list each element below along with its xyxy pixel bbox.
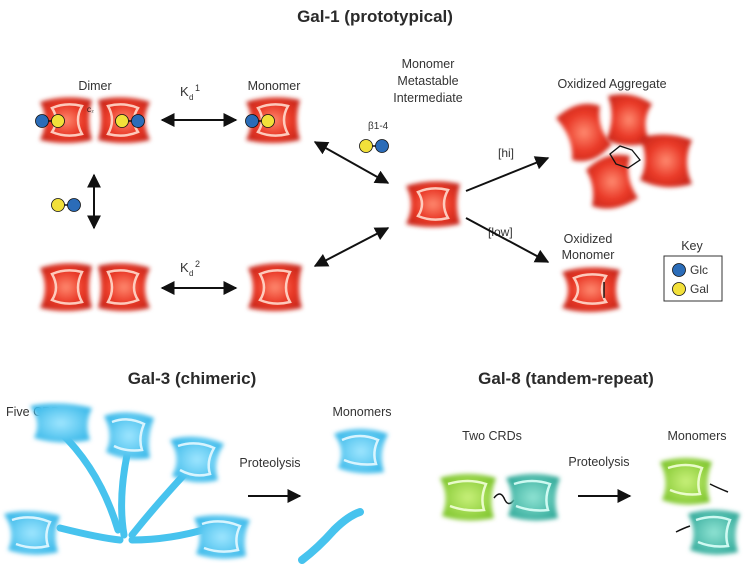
gal3-cleaved-tail [298,508,364,564]
gal8-tandem [440,474,560,521]
key-box [663,255,723,302]
kd1-sup: 1 [195,83,200,93]
free-lactose-center [359,139,389,153]
aggregation-arrow [465,156,550,192]
gal8-result-label: Monomers [667,429,726,443]
gal3-monomers [298,429,388,564]
dimer-label: Dimer [78,79,111,93]
apo-monomer-to-intermediate-arrow [313,227,390,267]
free-lactose-left [51,198,81,212]
kd2-sub: d [189,269,193,278]
gal3-pentamer [4,403,250,559]
kd2-k: K [180,260,189,275]
kd2-sup: 2 [195,259,200,269]
kd2-label: K d 2 [180,259,200,278]
monomer-label: Monomer [248,79,301,93]
glc-icon [245,114,259,128]
glc-icon [35,114,49,128]
gal3-result-label: Monomers [332,405,391,419]
key-title: Key [681,239,703,253]
gal-icon [261,114,275,128]
glc-icon [375,139,389,153]
gal-icon [672,282,686,296]
gal-icon [115,114,129,128]
hi-concentration-label: [hi] [498,146,514,160]
low-concentration-label: [low] [488,225,513,239]
glc-icon [67,198,81,212]
intermediate-line-3: Intermediate [393,91,463,105]
metastable-intermediate [406,181,460,227]
glc-icon [672,263,686,277]
gal3-title: Gal-3 (chimeric) [128,369,257,388]
oxidized-monomer [562,267,620,312]
ox-monomer-line-1: Oxidized [564,232,613,246]
legend-key: Key Glc Gal [663,239,723,302]
beta-linkage-label: β1-4 [368,121,389,132]
oxidized-aggregate [556,94,692,209]
monomer-bound [245,97,300,143]
intermediate-line-2: Metastable [397,74,458,88]
gal1-arrows [87,113,550,295]
monomer-apo [248,263,302,311]
ox-monomer-line-2: Monomer [562,248,615,262]
dimer-bound: C₂ [35,97,150,143]
dimer-cys-label: C₂ [87,108,94,114]
gal-icon [51,198,65,212]
kd1-sub: d [189,93,193,102]
dimer-apo [40,263,150,311]
gal8-process-label: Proteolysis [568,455,629,469]
gal8-crds-label: Two CRDs [462,429,522,443]
intermediate-line-1: Monomer [402,57,455,71]
gal8-title: Gal-8 (tandem-repeat) [478,369,654,388]
gal-icon [359,139,373,153]
gal1-title: Gal-1 (prototypical) [297,7,453,26]
key-glc-label: Glc [690,263,708,277]
gal8-monomers [660,458,740,555]
oxidation-arrow [465,217,550,263]
monomer-to-intermediate-arrow [313,141,390,184]
kd1-label: K d 1 [180,83,200,102]
kd1-k: K [180,84,189,99]
aggregate-label: Oxidized Aggregate [557,77,666,91]
glc-icon [131,114,145,128]
key-gal-label: Gal [690,282,709,296]
gal-icon [51,114,65,128]
gal3-process-label: Proteolysis [239,456,300,470]
